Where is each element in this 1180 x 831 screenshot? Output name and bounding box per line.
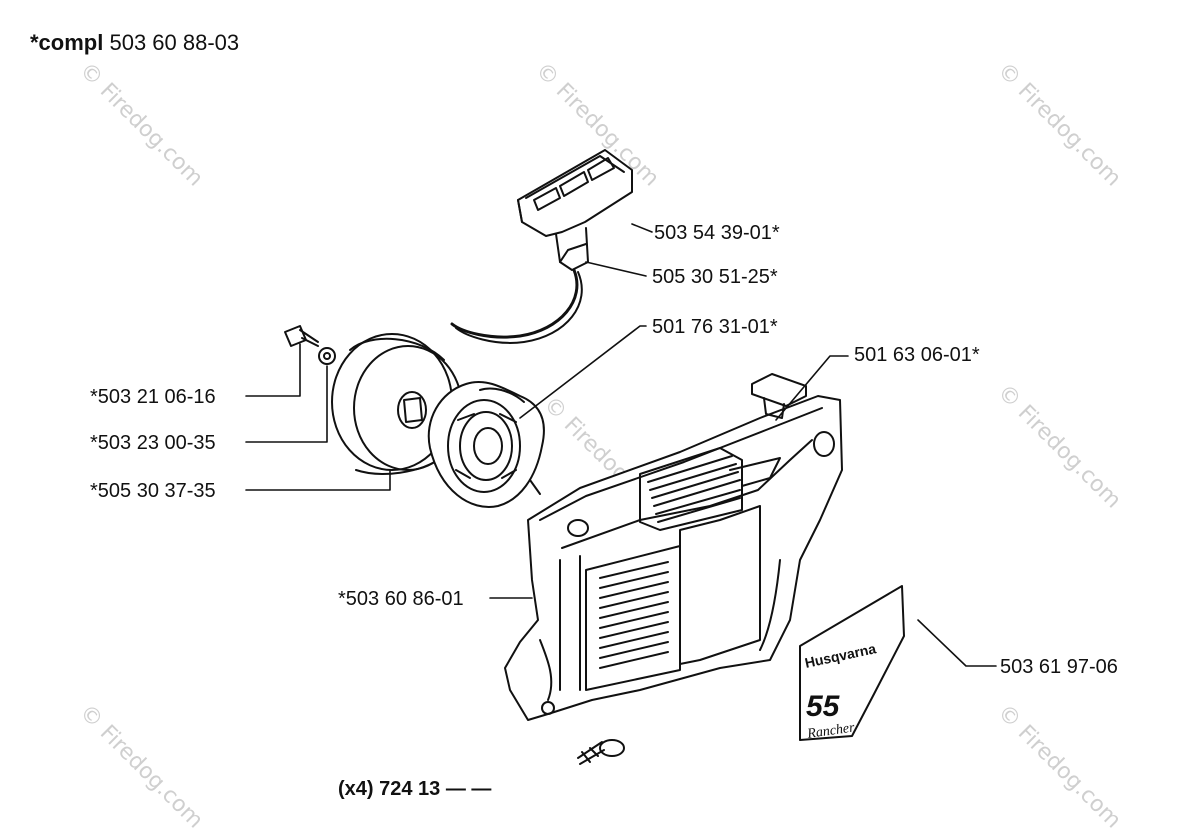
label-washer: *503 23 00-35 [90,432,216,454]
decal-model: 55 [806,690,841,723]
label-decal: 503 61 97-06 [1000,656,1118,678]
label-rope: 505 30 51-25* [652,266,778,288]
label-pulley: *505 30 37-35 [90,480,216,502]
assembly-header: *compl 503 60 88-03 [30,30,239,56]
decal-variant: Rancher [805,720,856,742]
cover-bolt [577,739,625,765]
label-cover: *503 60 86-01 [338,588,464,610]
starter-rope [450,268,583,344]
starter-handle [517,149,633,271]
label-screw: *503 21 06-16 [90,386,216,408]
decal: Husqvarna 55 Rancher [799,585,905,742]
leader-lines [245,223,997,667]
pulley-housing [427,380,545,508]
starter-cover [504,395,843,721]
label-bolts: (x4) 724 13 — — [338,778,492,800]
washer [318,347,336,365]
label-handle: 503 54 39-01* [654,222,780,244]
label-pulley-housing: 501 76 31-01* [652,316,778,338]
assembly-part-number: 503 60 88-03 [109,30,240,55]
pulley-screw [284,325,319,347]
label-air-valve: 501 63 06-01* [854,344,980,366]
starter-pulley [331,333,463,475]
assembly-prefix: *compl [30,30,104,55]
